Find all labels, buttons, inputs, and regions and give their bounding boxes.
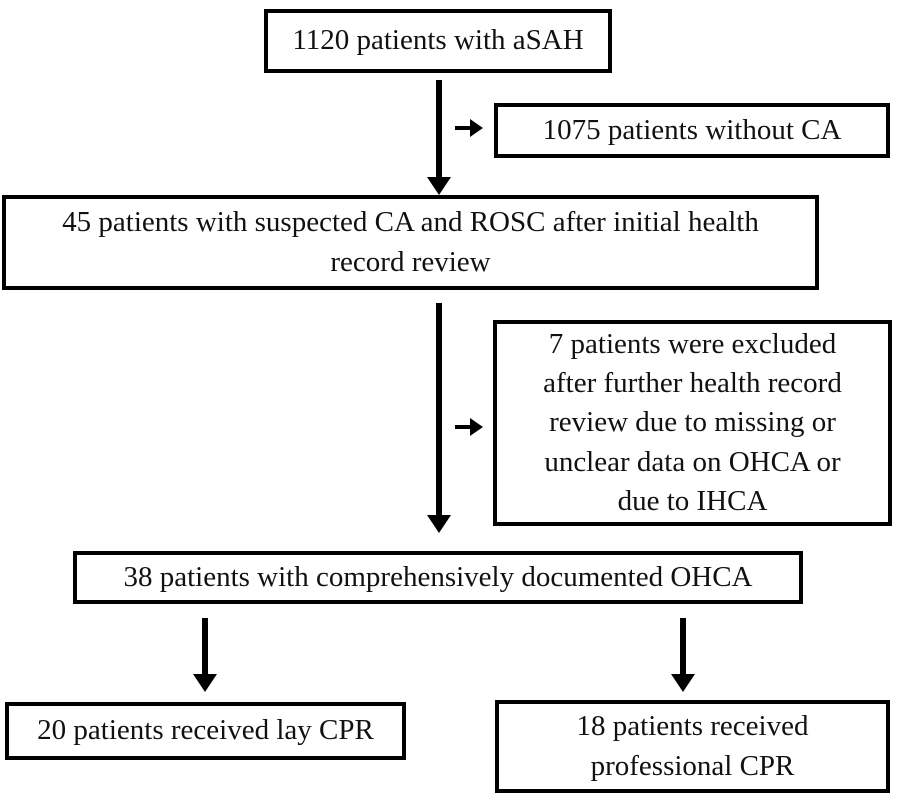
arrow-head: [193, 674, 217, 692]
node-text: unclear data on OHCA or: [544, 445, 841, 478]
arrow-shaft: [202, 618, 208, 674]
arrow-head: [427, 177, 451, 195]
arrow-head: [470, 418, 483, 436]
node-text: 1120 patients with aSAH: [292, 24, 584, 57]
node-45-suspected-ca-rosc: 45 patients with suspected CA and ROSC a…: [2, 195, 819, 290]
node-1075-without-ca: 1075 patients without CA: [494, 103, 890, 158]
node-text: 7 patients were excluded: [548, 328, 837, 361]
node-text: 20 patients received lay CPR: [37, 714, 374, 747]
arrow-right-icon: [455, 118, 483, 138]
node-text: professional CPR: [590, 749, 795, 782]
node-text: 45 patients with suspected CA and ROSC a…: [62, 206, 759, 239]
node-text: 18 patients received: [576, 710, 809, 743]
node-20-lay-cpr: 20 patients received lay CPR: [5, 702, 406, 760]
arrow-shaft: [455, 425, 470, 429]
node-1120-asah: 1120 patients with aSAH: [264, 9, 612, 73]
arrow-head: [671, 674, 695, 692]
arrow-down-icon: [670, 618, 696, 692]
arrow-shaft: [680, 618, 686, 674]
arrow-right-icon: [455, 417, 483, 437]
node-text: record review: [330, 245, 491, 278]
arrow-down-icon: [426, 80, 452, 195]
node-18-professional-cpr: 18 patients received professional CPR: [495, 700, 890, 793]
arrow-shaft: [455, 126, 470, 130]
node-text: review due to missing or: [549, 406, 836, 439]
node-38-documented-ohca: 38 patients with comprehensively documen…: [73, 551, 803, 604]
arrow-shaft: [436, 303, 442, 515]
node-text: due to IHCA: [617, 484, 768, 517]
node-7-excluded: 7 patients were excluded after further h…: [493, 320, 892, 526]
arrow-down-icon: [192, 618, 218, 692]
node-text: after further health record: [543, 367, 842, 400]
arrow-down-icon: [426, 303, 452, 533]
arrow-head: [470, 119, 483, 137]
node-text: 1075 patients without CA: [542, 113, 842, 146]
arrow-shaft: [436, 80, 442, 177]
arrow-head: [427, 515, 451, 533]
node-text: 38 patients with comprehensively documen…: [123, 560, 753, 593]
